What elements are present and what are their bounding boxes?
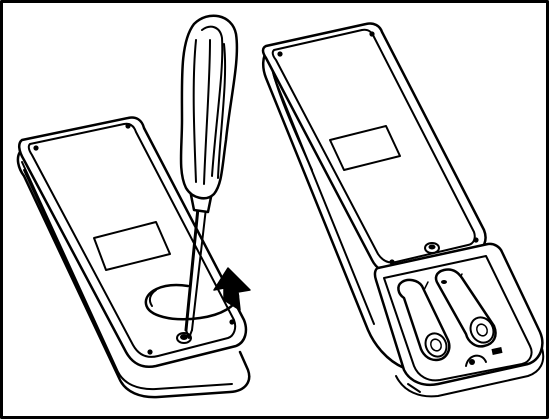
illustration-frame — [0, 0, 549, 419]
remote-battery-illustration — [0, 0, 549, 419]
